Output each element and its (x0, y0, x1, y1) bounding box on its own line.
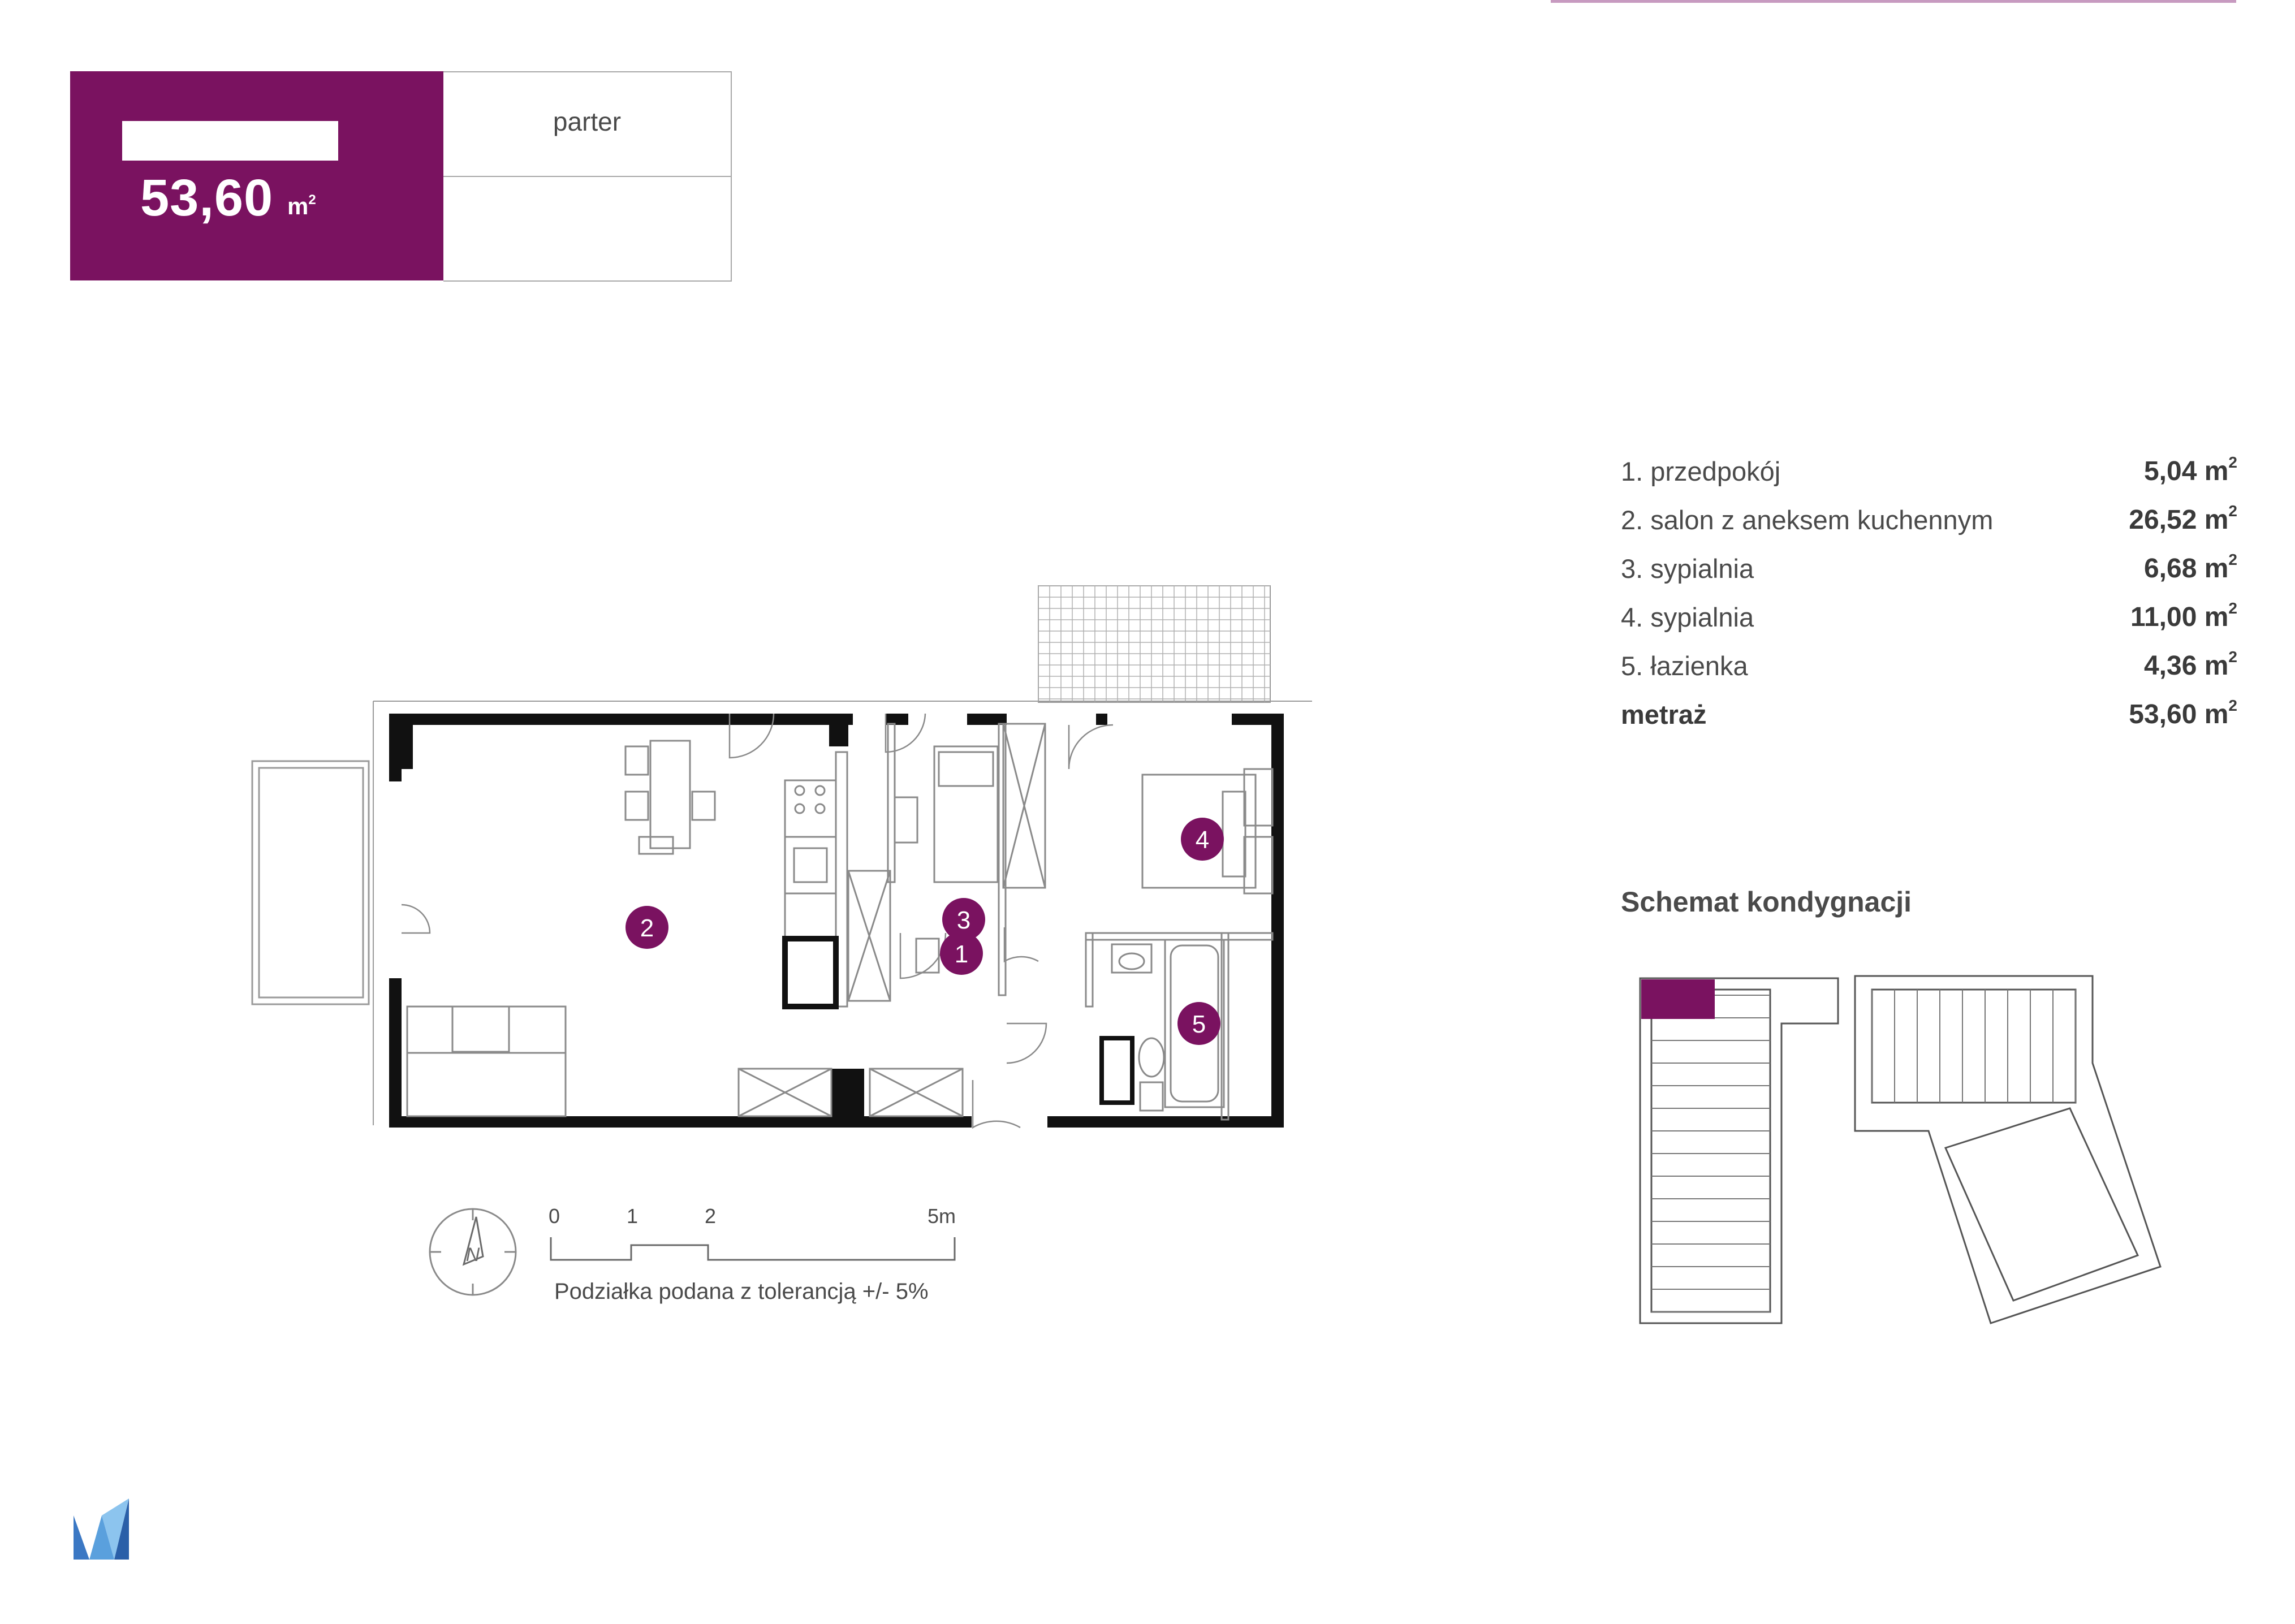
furniture (406, 740, 1274, 1117)
redacted-label (122, 121, 338, 161)
room-marker-2-label: 2 (640, 914, 654, 942)
wardrobes (737, 723, 1046, 1117)
top-accent-rule (1551, 0, 2236, 3)
room-marker-1 (940, 932, 983, 975)
scale-tick: 5m (928, 1204, 956, 1228)
scale-line (550, 1237, 956, 1261)
walls (389, 714, 1284, 1128)
room-area: 26,52 m2 (2129, 502, 2237, 535)
total-row: metraż 53,60 m2 (1621, 696, 2237, 744)
floor-label: parter (553, 107, 622, 136)
room-marker-4-label: 4 (1196, 826, 1209, 854)
area-unit: m2 (287, 192, 316, 219)
total-label: metraż (1621, 699, 1707, 729)
kitchen-counter (782, 779, 839, 1009)
scale-tick: 0 (549, 1204, 560, 1228)
room-area: 5,04 m2 (2143, 453, 2237, 486)
left-balcony (251, 760, 370, 1005)
room-marker-5-label: 5 (1192, 1010, 1206, 1038)
room-name: 5. łazienka (1621, 651, 1748, 681)
room-row: 4. sypialnia 11,00 m2 (1621, 598, 2237, 647)
scale-tick: 2 (705, 1204, 717, 1228)
compass-label: N (466, 1244, 480, 1265)
total-area: 53,60 m2 (2129, 697, 2237, 729)
schemat-title: Schemat kondygnacji (1621, 886, 1912, 918)
scale-tick: 1 (627, 1204, 639, 1228)
room-marker-2 (625, 906, 668, 949)
room-area: 4,36 m2 (2143, 648, 2237, 681)
room-area: 6,68 m2 (2143, 551, 2237, 584)
scale-note: Podziałka podana z tolerancją +/- 5% (554, 1279, 929, 1304)
apartment-highlight (1641, 979, 1715, 1019)
room-name: 2. salon z aneksem kuchennym (1621, 505, 1994, 535)
partitions (835, 723, 1274, 1121)
area-value: 53,60 (140, 169, 274, 227)
compass-icon: N (429, 1208, 517, 1296)
room-list: 1. przedpokój 5,04 m2 2. salon z aneksem… (1621, 452, 2237, 744)
brand-logo-icon (74, 1498, 129, 1560)
room-name: 1. przedpokój (1621, 456, 1781, 486)
room-marker-1-label: 1 (955, 940, 968, 968)
floor-plan: 1 2 3 4 5 (251, 585, 1312, 1129)
room-area: 11,00 m2 (2130, 599, 2237, 632)
floor-info-box: parter (443, 71, 732, 282)
room-row: 3. sypialnia 6,68 m2 (1621, 550, 2237, 598)
room-marker-3 (942, 898, 985, 941)
room-marker-4 (1181, 818, 1224, 861)
area-badge: 53,60 m2 (70, 71, 443, 280)
room-row: 5. łazienka 4,36 m2 (1621, 647, 2237, 696)
room-row: 1. przedpokój 5,04 m2 (1621, 452, 2237, 501)
terrace-grid (1038, 585, 1271, 703)
room-markers: 1 2 3 4 5 (625, 818, 1224, 1045)
room-name: 3. sypialnia (1621, 554, 1754, 584)
building-schematic (1639, 975, 2162, 1324)
floor-box-divider (443, 176, 731, 177)
room-row: 2. salon z aneksem kuchennym 26,52 m2 (1621, 501, 2237, 550)
room-name: 4. sypialnia (1621, 602, 1754, 632)
room-marker-3-label: 3 (957, 906, 970, 934)
room-marker-5 (1177, 1002, 1220, 1045)
